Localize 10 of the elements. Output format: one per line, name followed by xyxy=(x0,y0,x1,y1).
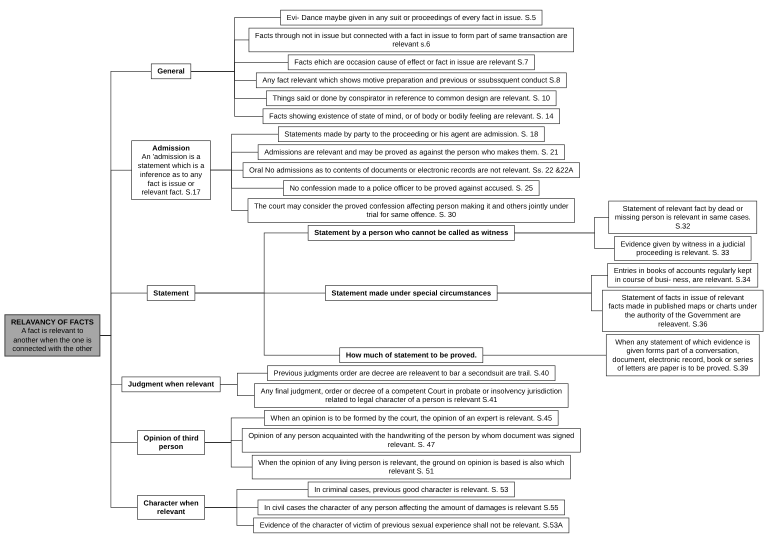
connector xyxy=(514,232,615,249)
connector xyxy=(204,507,254,526)
connector xyxy=(100,335,138,508)
connector xyxy=(190,71,264,117)
connector xyxy=(194,292,340,356)
connector xyxy=(482,354,607,356)
connector xyxy=(204,442,252,468)
connector xyxy=(210,170,248,211)
connector xyxy=(220,384,255,396)
connector xyxy=(496,292,603,312)
